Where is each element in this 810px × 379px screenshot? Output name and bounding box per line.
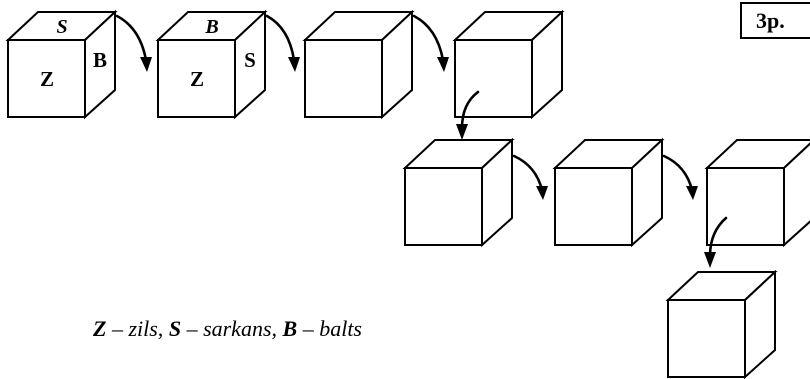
cube-8: [665, 269, 778, 379]
cube-2-front-letter: Z: [190, 67, 204, 91]
color-legend: Z – zils, S – sarkans, B – balts: [93, 316, 362, 342]
cube-2-side-letter: S: [244, 48, 256, 72]
cube-1-top-letter: S: [56, 16, 67, 38]
legend-text-z: – zils,: [106, 316, 169, 341]
cube-2-top-letter: B: [204, 16, 218, 38]
legend-text-b: – balts: [297, 316, 362, 341]
arrow-4: [456, 90, 480, 140]
legend-text-s: – sarkans,: [181, 316, 283, 341]
legend-letter-s: S: [168, 316, 182, 341]
cube-1-side-letter: B: [93, 48, 107, 72]
cube-5: [402, 137, 515, 248]
cube-6: [552, 137, 665, 248]
arrow-1: [115, 14, 152, 72]
arrow-3: [412, 14, 449, 72]
cube-1: S Z B: [5, 9, 118, 120]
score-box: 3p.: [740, 2, 810, 39]
arrow-6: [662, 154, 698, 200]
legend-letter-z: Z: [93, 316, 107, 341]
cube-1-front-letter: Z: [40, 67, 54, 91]
arrow-2: [265, 14, 300, 72]
cube-4: [452, 9, 565, 120]
cube-7: [704, 139, 810, 248]
legend-letter-b: B: [282, 316, 298, 341]
arrow-7: [704, 216, 728, 268]
arrow-5: [512, 154, 548, 200]
score-label: 3p.: [756, 8, 785, 33]
cube-2: B Z S: [155, 9, 268, 120]
cube-3: [302, 9, 415, 120]
